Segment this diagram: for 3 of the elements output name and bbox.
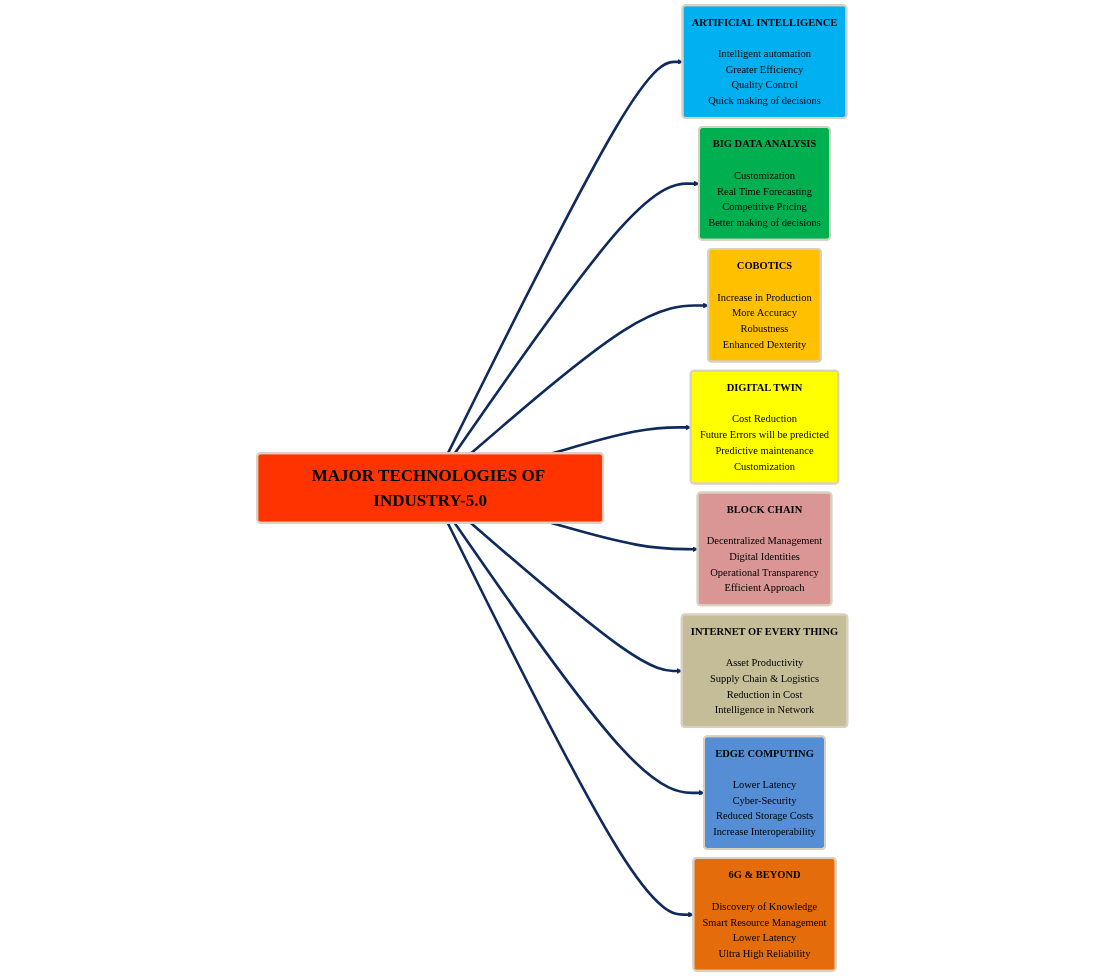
arrow	[453, 522, 705, 796]
arrow	[453, 180, 700, 455]
arrow	[470, 302, 709, 455]
